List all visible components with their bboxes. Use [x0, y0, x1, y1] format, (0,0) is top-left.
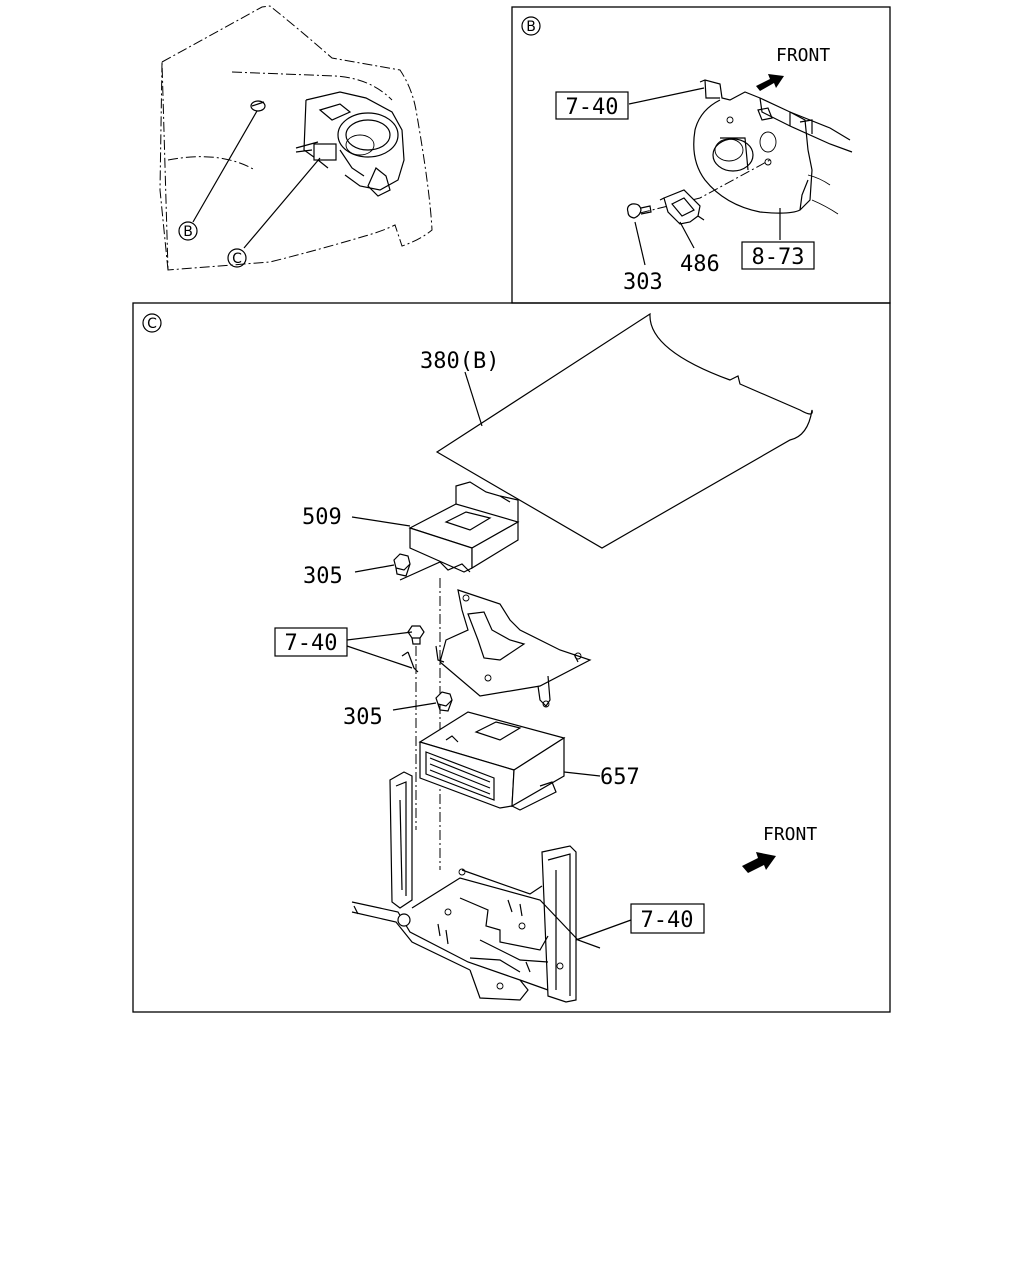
ref-7-40-right-leader: [575, 919, 632, 941]
bolt-7-40-left: [407, 625, 425, 645]
overview-leader-lines: [192, 110, 321, 249]
part-509-label: 509: [302, 505, 342, 530]
detail-b-ref-8-73: 8-73: [741, 241, 815, 270]
part-305-lower-label: 305: [343, 705, 383, 730]
callout-c-marker: C: [227, 248, 247, 268]
ref-7-40-left: 7-40: [274, 627, 348, 657]
detail-c-marker-text: C: [147, 316, 157, 332]
detail-c-front-indicator: FRONT: [742, 824, 817, 873]
detail-b-marker: B: [521, 16, 541, 36]
lower-bracket-frame: [351, 771, 601, 1003]
part-486-shape: [663, 189, 701, 225]
part-509-leader: [351, 516, 411, 527]
ref-7-40-right-text: 7-40: [641, 908, 694, 933]
detail-c-marker: C: [142, 313, 162, 333]
part-303-screw: [626, 203, 642, 219]
part-305-upper-label: 305: [303, 564, 343, 589]
detail-b-ref-8-73-text: 8-73: [752, 245, 805, 270]
front-arrow-icon: [756, 74, 784, 91]
detail-c-front-label: FRONT: [763, 824, 817, 845]
overview-cab-illustration: [159, 5, 433, 271]
part-657-leader: [563, 771, 601, 777]
ref-7-40-left-leaders: [346, 631, 413, 669]
part-380b-label: 380(B): [420, 349, 499, 374]
detail-b-front-label: FRONT: [776, 45, 830, 66]
part-509-unit: [408, 481, 520, 573]
part-380b-leader: [464, 371, 483, 427]
part-305-lower-leader: [392, 702, 437, 711]
detail-b-leader-lines: [628, 87, 781, 266]
detail-b-ref-7-40: 7-40: [555, 91, 629, 120]
panel-frames: [132, 6, 891, 1013]
upper-bracket: [399, 561, 592, 708]
ref-7-40-left-text: 7-40: [285, 631, 338, 656]
part-305-upper-nut: [393, 553, 411, 577]
detail-b-marker-text: B: [526, 19, 536, 35]
part-486-label: 486: [680, 252, 720, 277]
part-380b-sheet: [435, 312, 813, 549]
part-657-label: 657: [600, 765, 640, 790]
front-arrow-icon-2: [742, 852, 776, 873]
callout-b-text: B: [183, 224, 193, 240]
part-303-label: 303: [623, 270, 663, 295]
ref-7-40-right: 7-40: [630, 903, 705, 934]
detail-b-bracket-drawing: [626, 79, 853, 225]
part-305-lower-nut: [435, 691, 453, 712]
part-305-upper-leader: [354, 564, 395, 573]
callout-c-text: C: [232, 251, 242, 267]
part-657-unit: [418, 711, 566, 811]
callout-b-marker: B: [178, 221, 198, 241]
detail-b-ref-7-40-text: 7-40: [566, 95, 619, 120]
detail-b-front-indicator: FRONT: [756, 45, 830, 91]
